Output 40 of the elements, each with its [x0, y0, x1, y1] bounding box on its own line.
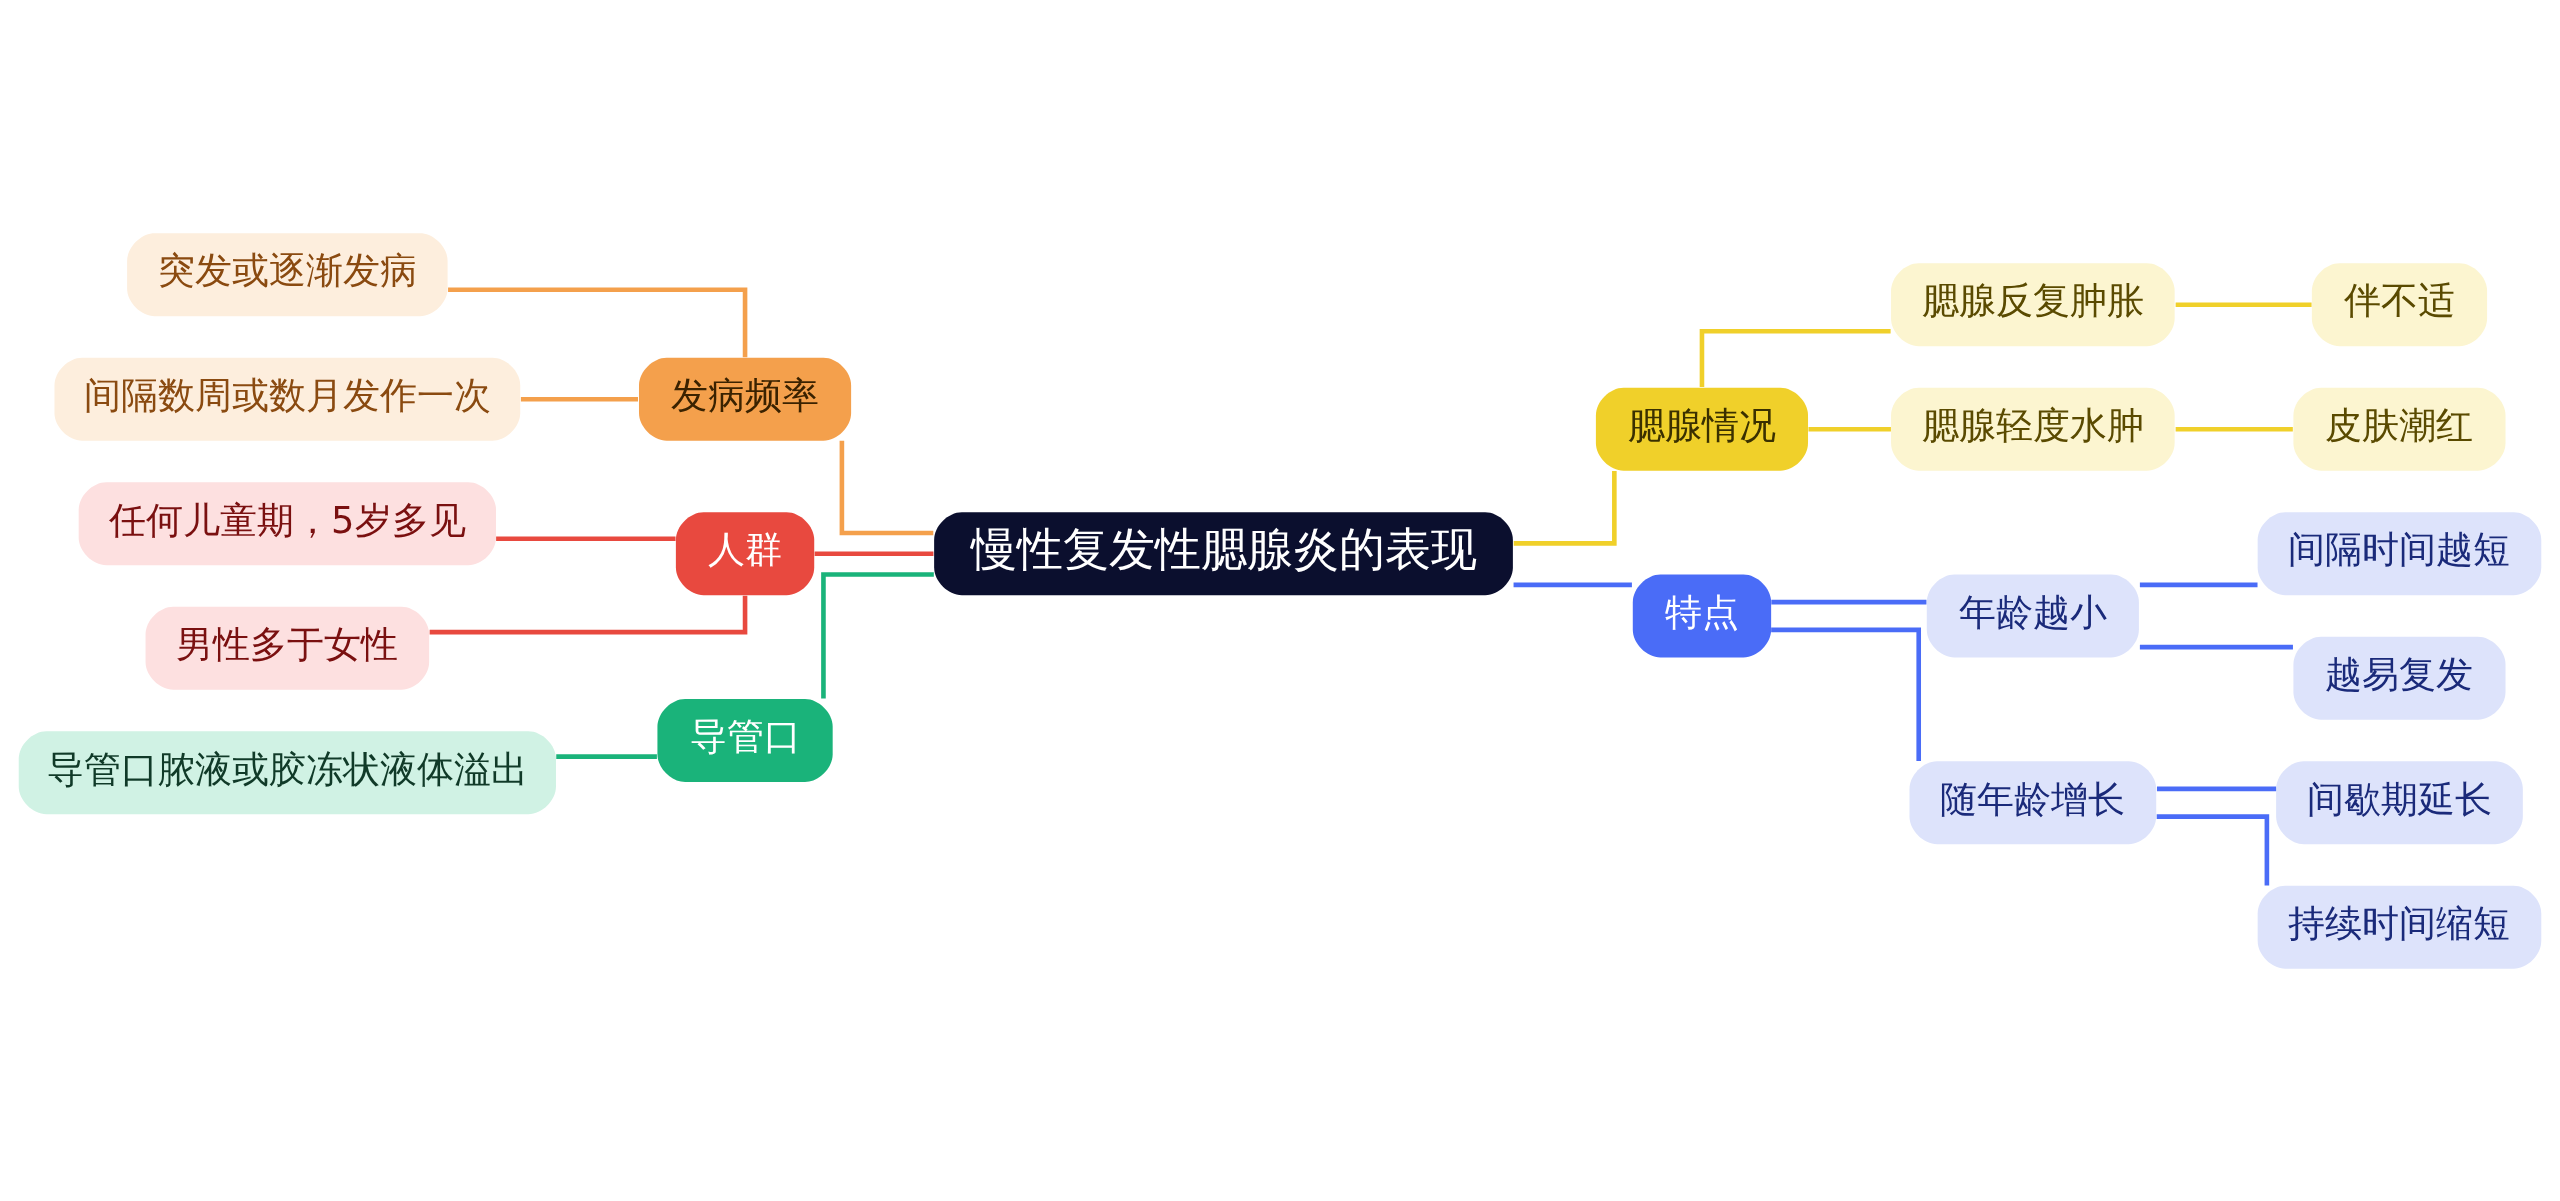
- node-box: 伴不适: [2311, 262, 2488, 346]
- node-box: 人群: [675, 511, 815, 595]
- connector: [448, 286, 748, 357]
- node-box: 腮腺轻度水肿: [1891, 387, 2175, 471]
- node-box: 慢性复发性腮腺炎的表现: [934, 511, 1513, 595]
- connector: [1771, 627, 1921, 761]
- node-box: 导管口: [657, 698, 833, 782]
- node-box: 男性多于女性: [145, 606, 430, 690]
- connector: [1771, 599, 1927, 604]
- connector: [814, 550, 934, 556]
- node-box: 腮腺反复肿胀: [1891, 262, 2175, 346]
- connector: [556, 753, 657, 759]
- connector: [2139, 644, 2293, 649]
- node-box: 腮腺情况: [1595, 387, 1809, 471]
- connector: [1513, 582, 1632, 587]
- node-box: 年龄越小: [1926, 574, 2139, 657]
- connector: [821, 571, 934, 699]
- node-box: 间隔时间越短: [2257, 511, 2542, 595]
- connector: [2175, 301, 2312, 307]
- connector: [2175, 426, 2293, 432]
- connector: [839, 440, 934, 535]
- node-box: 随年龄增长: [1909, 760, 2157, 844]
- node-box: 导管口脓液或胶冻状液体溢出: [18, 730, 556, 814]
- node-box: 发病频率: [639, 357, 852, 441]
- node-box: 间隔数周或数月发作一次: [54, 357, 521, 441]
- node-box: 特点: [1632, 574, 1772, 657]
- node-box: 皮肤潮红: [2293, 387, 2506, 471]
- connector: [520, 396, 638, 402]
- node-box: 任何儿童期，5岁多见: [78, 481, 496, 565]
- connector: [1699, 328, 1891, 387]
- node-box: 持续时间缩短: [2257, 885, 2542, 969]
- connector: [2139, 582, 2258, 587]
- connector: [1513, 470, 1617, 546]
- connector: [496, 535, 676, 541]
- connector: [1808, 426, 1891, 432]
- node-box: 越易复发: [2293, 636, 2506, 720]
- connector: [2156, 813, 2270, 885]
- node-box: 间歇期延长: [2276, 760, 2523, 844]
- node-box: 突发或逐渐发病: [127, 232, 448, 316]
- connector: [2156, 786, 2277, 791]
